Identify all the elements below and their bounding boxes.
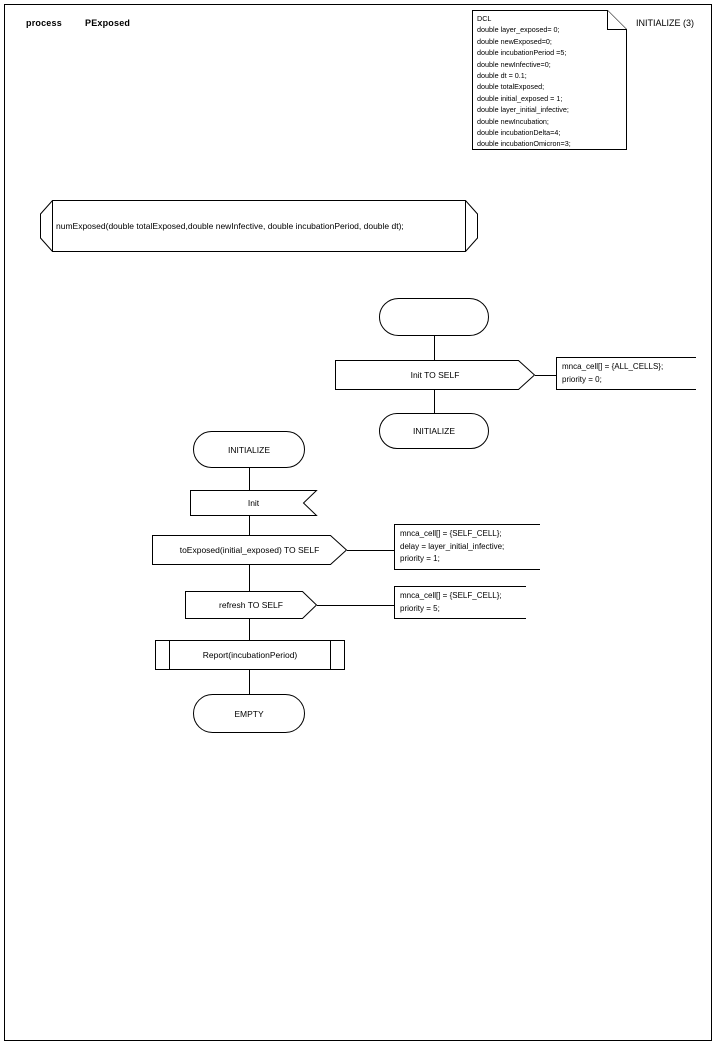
declaration-box: DCL double layer_exposed= 0; double newE… (472, 10, 627, 150)
output-init-to-self: Init TO SELF (335, 360, 536, 390)
procedure-declaration-shape (40, 200, 478, 252)
comment-box-b1: mnca_cell[] = {SELF_CELL}; delay = layer… (394, 524, 540, 570)
page-border (4, 4, 712, 1041)
procedure-declaration-numexposed: numExposed(double totalExposed,double ne… (40, 200, 478, 252)
connector-b3 (249, 565, 250, 591)
procedure-call-shape (155, 640, 345, 670)
output-signal-shape (335, 360, 536, 390)
state-initialize-a: INITIALIZE (379, 413, 489, 449)
declaration-box-text: DCL double layer_exposed= 0; double newE… (477, 14, 571, 149)
connector-b5 (249, 670, 250, 694)
input-signal-shape (190, 490, 318, 516)
connector-comment-b1 (347, 550, 394, 551)
output-signal-shape (152, 535, 348, 565)
state-initialize-b: INITIALIZE (193, 431, 305, 468)
connector-b1 (249, 468, 250, 490)
connector-a1 (434, 336, 435, 360)
output-toexposed-to-self: toExposed(initial_exposed) TO SELF (152, 535, 348, 565)
connector-comment-a (535, 375, 556, 376)
state-shape (379, 298, 489, 336)
connector-a2 (434, 390, 435, 413)
connector-comment-b2 (317, 605, 394, 606)
comment-box-a: mnca_cell[] = {ALL_CELLS}; priority = 0; (556, 357, 696, 391)
process-name: PExposed (85, 18, 131, 28)
output-refresh-to-self: refresh TO SELF (185, 591, 318, 619)
state-shape (193, 431, 305, 468)
output-signal-shape (185, 591, 318, 619)
state-shape (193, 694, 305, 733)
page-index-label: INITIALIZE (3) (636, 18, 695, 28)
declaration-box-shape (472, 10, 627, 150)
state-shape (379, 413, 489, 449)
state-start-empty (379, 298, 489, 336)
connector-b2 (249, 516, 250, 535)
connector-b4 (249, 619, 250, 640)
comment-box-b2: mnca_cell[] = {SELF_CELL}; priority = 5; (394, 586, 526, 620)
process-keyword: process (26, 18, 62, 28)
input-init: Init (190, 490, 318, 516)
procedure-declaration-text: numExposed(double totalExposed,double ne… (56, 221, 404, 231)
procedure-call-report: Report(incubationPeriod) (155, 640, 345, 670)
state-empty: EMPTY (193, 694, 305, 733)
